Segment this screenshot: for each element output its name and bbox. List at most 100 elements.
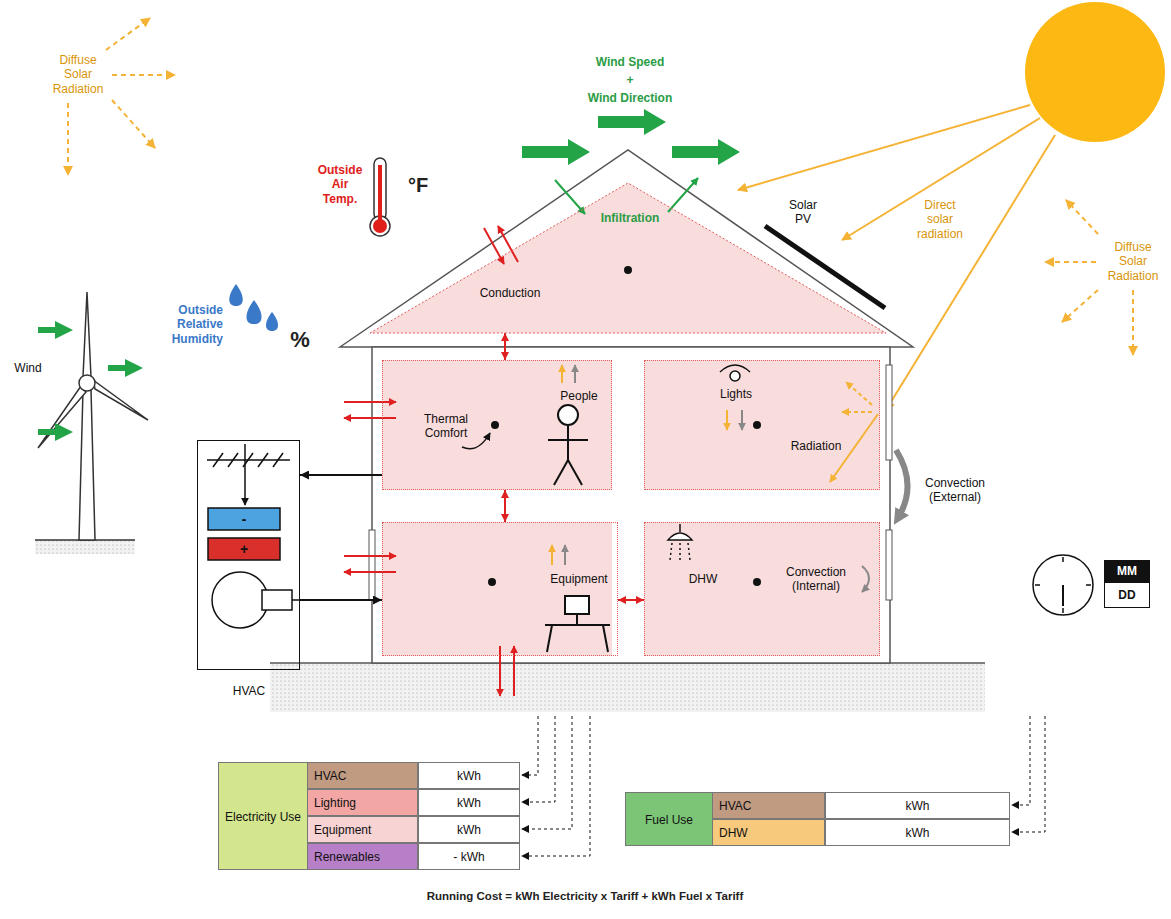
table-cell: kWh (418, 762, 520, 789)
thermometer (370, 216, 390, 236)
heat-flow-connector (504, 490, 506, 522)
wind-turbine (35, 540, 135, 554)
table-cell: kWh (825, 792, 1010, 819)
hvac-unit (228, 453, 238, 467)
diffuse-rays-left (106, 18, 150, 50)
heat-gain-arrows (574, 365, 576, 383)
windows (886, 365, 892, 460)
clock (1035, 584, 1040, 586)
table-cell: DD (1104, 582, 1150, 608)
node-label: Conduction (465, 286, 555, 300)
heat-gain-arrows (564, 545, 566, 565)
conduction-arrows (344, 555, 396, 557)
direct-solar-rays (886, 135, 1055, 410)
shower (679, 543, 681, 562)
humidity-drops (266, 312, 278, 331)
humidity-drops (229, 284, 243, 306)
conduction-arrows (513, 646, 515, 696)
wind-turbine (79, 390, 95, 540)
internal-convection-arrow (862, 566, 869, 592)
clock (1086, 584, 1091, 586)
hvac-unit (207, 444, 299, 628)
computer-desk (547, 625, 552, 652)
shower (670, 543, 672, 560)
heat-gain-arrows (726, 410, 728, 430)
computer-desk (603, 625, 608, 652)
energy-flow-arrows (1012, 716, 1030, 805)
external-convection-arrow (896, 450, 908, 518)
lamp (730, 371, 740, 381)
annotation-label: Outside Relative Humidity (161, 303, 223, 346)
room-zone: LightsRadiation (644, 360, 880, 490)
annotation-label: Direct solar radiation (910, 198, 970, 241)
wind-arrows (598, 109, 666, 135)
shower (670, 543, 690, 562)
attic-outline (370, 183, 886, 333)
diffuse-rays-left (112, 74, 175, 76)
table-cell: MM (1104, 560, 1150, 582)
annotation-label: Convection (External) (915, 476, 995, 505)
room-fill (644, 360, 880, 490)
internal-convection-arrow (862, 566, 869, 592)
annotation-label: Outside Air Temp. (313, 163, 367, 206)
person-figure (567, 425, 569, 460)
person-figure (548, 405, 588, 485)
annotation-label: Wind Direction (570, 91, 690, 105)
annotation-label: Running Cost = kWh Electricity x Tariff … (285, 890, 885, 904)
zone-dots (491, 421, 499, 429)
conduction-arrows (499, 646, 501, 696)
house-outline (340, 150, 913, 347)
person-figure (558, 405, 578, 425)
room-fill (382, 360, 612, 490)
annotation-label: Infiltration (594, 211, 666, 225)
room-fill (370, 183, 886, 656)
table-cell: + (208, 538, 280, 560)
node-label: People (549, 389, 609, 403)
heat-flow-connector (618, 599, 644, 601)
hvac-unit (244, 444, 246, 505)
energy-flow-arrows (522, 716, 538, 775)
humidity-drops (229, 284, 278, 331)
energy-flow-arrows (1012, 716, 1045, 832)
annotation-label: Wind (8, 361, 48, 375)
person-figure (548, 439, 588, 441)
hvac-unit (262, 590, 292, 610)
sun (1025, 2, 1165, 142)
sun (1025, 2, 1165, 142)
zone-dots (753, 578, 761, 586)
table-cell: DHW (712, 819, 825, 846)
room-zone: DHWConvection (Internal) (644, 522, 880, 656)
hvac-unit (258, 453, 268, 467)
heat-gain-arrows (741, 410, 743, 430)
clock (1062, 608, 1064, 613)
shower (688, 543, 690, 560)
node-label: Electricity Use (223, 810, 303, 824)
energy-flow-arrows (522, 716, 572, 829)
lamp (720, 365, 750, 381)
zone-dots (488, 578, 496, 586)
hvac-unit (292, 599, 299, 601)
solar-pv-panel (765, 226, 885, 308)
energy-flow-arrows (522, 716, 1045, 856)
wind-turbine (93, 380, 148, 420)
table-cell: kWh (825, 819, 1010, 846)
diffuse-rays-right (1045, 261, 1096, 263)
zone-dots (488, 266, 761, 586)
hvac-unit (208, 538, 280, 560)
direct-solar-rays (738, 105, 1030, 190)
window-radiation (830, 382, 878, 482)
hvac-unit (212, 572, 268, 628)
heat-gain-arrows (551, 545, 553, 565)
node-label: Equipment (543, 572, 615, 586)
computer-desk (545, 624, 610, 626)
conduction-arrows (344, 417, 396, 419)
wind-arrows (672, 139, 740, 165)
table-cell: Lighting (307, 789, 418, 816)
ground (270, 663, 985, 712)
shower (679, 524, 681, 532)
annotation-label: °F (403, 173, 433, 197)
energy-flow-arrows (522, 716, 590, 856)
